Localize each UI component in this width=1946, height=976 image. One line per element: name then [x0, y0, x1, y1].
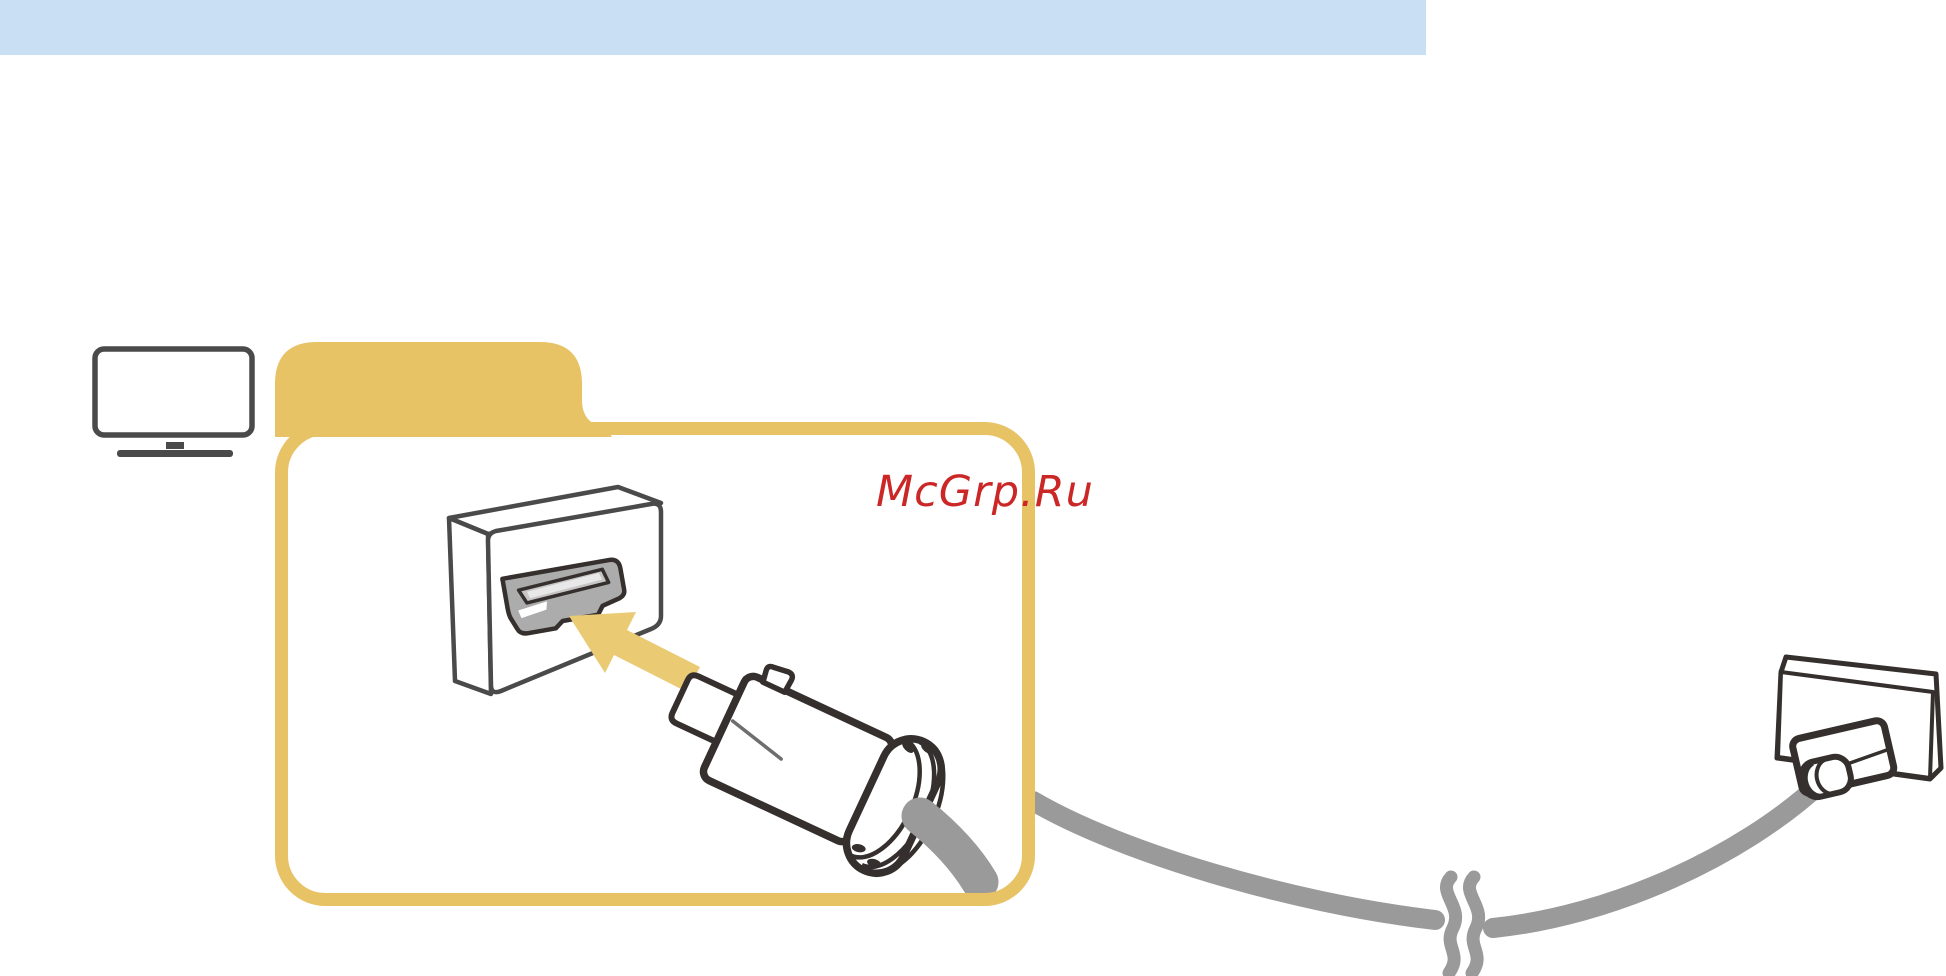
plate-left-face [446, 515, 494, 697]
watermark-text: McGrp.Ru [876, 467, 1094, 517]
plug-seam [730, 719, 783, 761]
tv-screen [92, 346, 255, 438]
plug-notch [760, 663, 796, 696]
connection-cable-left [1023, 791, 1445, 930]
source-device-plug [1774, 654, 1944, 801]
folder-border [275, 422, 1035, 906]
hdmi-plug-icon [668, 663, 946, 877]
cable-break-icon [1440, 870, 1485, 976]
header-banner [0, 0, 1426, 55]
plug-collar-threads [851, 742, 934, 868]
break-squiggle-2 [1463, 870, 1485, 976]
break-squiggle-1 [1440, 870, 1462, 976]
tv-icon [92, 346, 255, 457]
folder-callout [275, 342, 1035, 906]
port-lip-highlight [518, 601, 547, 619]
insert-arrow-icon [569, 612, 700, 692]
plug-cable-stub [901, 797, 999, 901]
device-plug-collar [1798, 753, 1854, 801]
connection-cable-right [1483, 772, 1832, 938]
port-tongue [527, 572, 603, 599]
tv-neck [166, 442, 184, 449]
tv-stand [117, 450, 233, 457]
folder-tab [275, 342, 612, 437]
